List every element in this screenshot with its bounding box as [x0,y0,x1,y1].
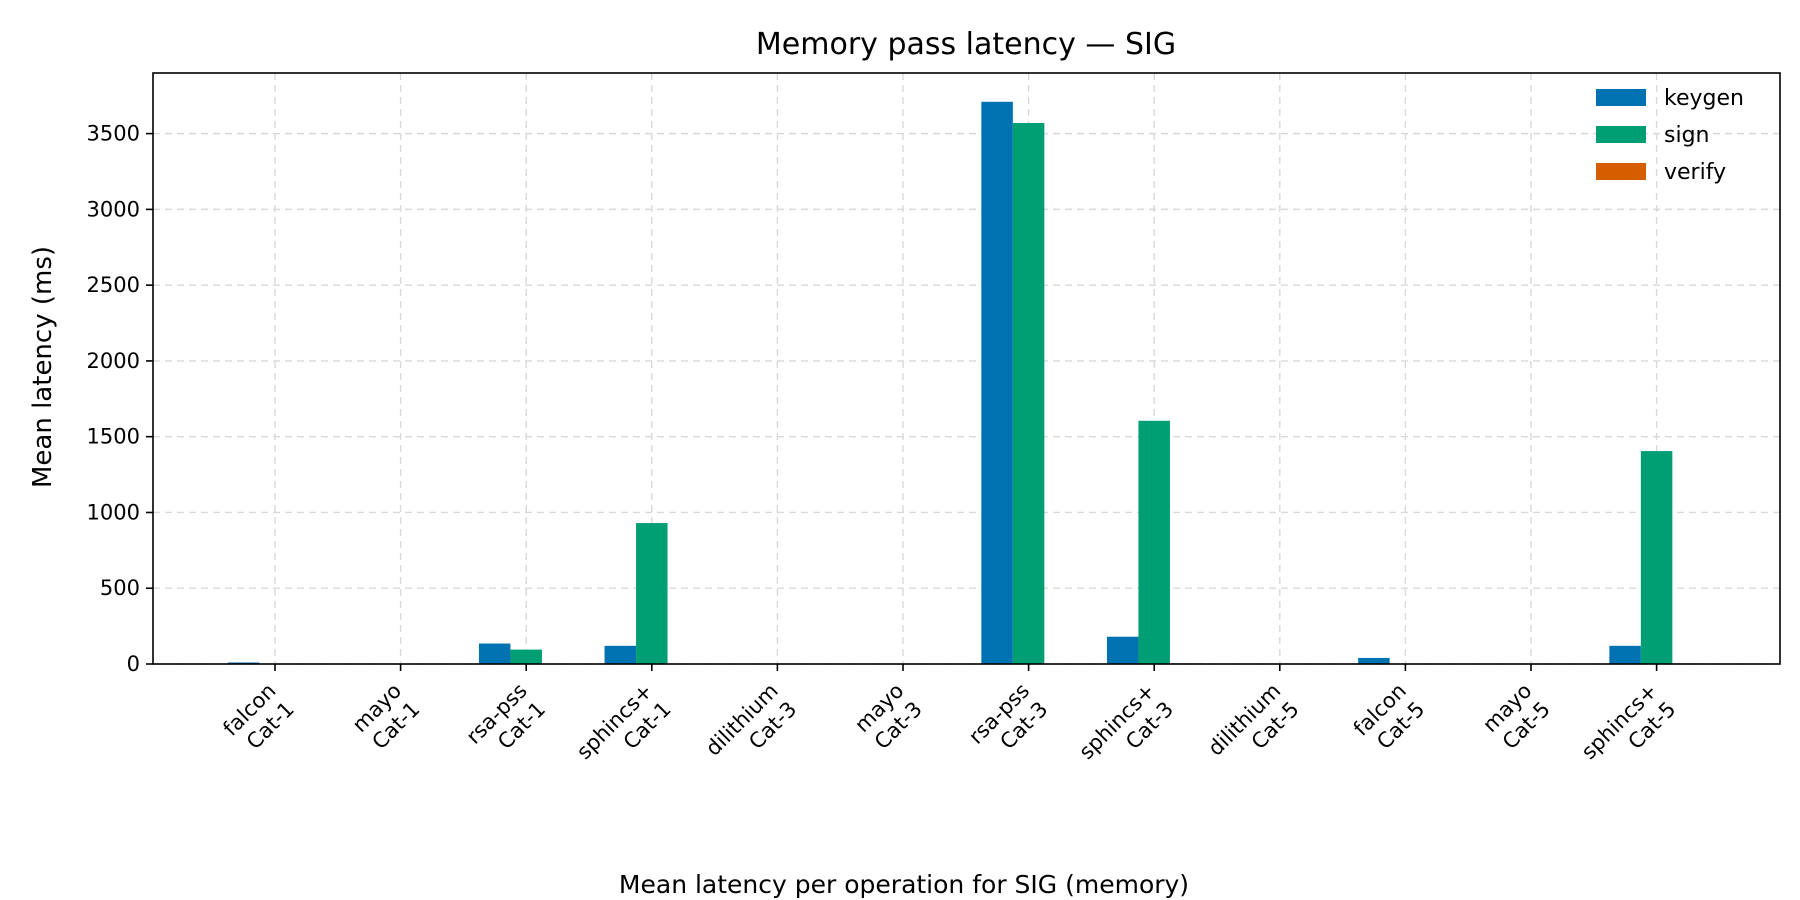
y-tick-label: 500 [100,576,140,600]
x-tick-label: falconCat-1 [218,679,298,759]
x-tick-label: falconCat-5 [1349,679,1429,759]
bar-keygen [604,645,637,664]
bar-sign [1012,123,1045,664]
legend-swatch-sign [1596,126,1646,143]
y-tick-label: 3000 [87,197,140,221]
x-tick-label: mayoCat-3 [850,679,927,756]
chart-title: Memory pass latency — SIG [756,27,1176,62]
legend-label-sign: sign [1664,123,1709,148]
bar-keygen [1358,657,1390,664]
y-tick-label: 3500 [87,122,140,146]
x-tick-label: mayoCat-5 [1478,679,1555,756]
x-tick-label: dilithiumCat-5 [1203,679,1303,779]
bar-sign [510,649,542,664]
x-tick-label: mayoCat-1 [348,679,425,756]
grid-layer [153,73,1780,665]
x-tick-label: dilithiumCat-3 [701,679,801,779]
bar-keygen [1609,645,1641,664]
y-axis-label: Mean latency (ms) [28,246,58,488]
y-tick-label: 2000 [87,349,140,373]
y-tick-label: 0 [127,652,140,676]
bars-layer [227,101,1704,665]
legend-label-verify: verify [1664,160,1726,185]
bar-keygen [478,643,511,664]
x-tick-label: rsa-pssCat-3 [964,679,1053,768]
axis-layer: 0 500 1000 1500 2000 2500 3000 3500 falconCat-1 m… [87,72,1781,783]
x-tick-label: rsa-pssCat-1 [462,679,551,768]
chart-caption: Mean latency per operation for SIG (memo… [619,870,1189,899]
plot-frame [152,72,1781,665]
x-tick-label: sphincs+Cat-3 [1074,679,1178,783]
bar-sign [1138,420,1170,664]
legend-swatch-keygen [1596,89,1646,106]
legend-swatch-verify [1596,163,1646,180]
legend: keygen sign verify [1596,86,1744,185]
legend-label-keygen: keygen [1664,86,1744,111]
bar-keygen [981,101,1013,665]
y-tick-label: 1000 [87,500,140,524]
x-tick-label: sphincs+Cat-1 [572,679,676,783]
bar-sign [1640,451,1673,664]
y-tick-label: 1500 [87,425,140,449]
y-tick-label: 2500 [87,273,140,297]
x-tick-label: sphincs+Cat-5 [1577,679,1681,783]
bar-keygen [1106,636,1139,664]
bar-sign [636,523,668,664]
